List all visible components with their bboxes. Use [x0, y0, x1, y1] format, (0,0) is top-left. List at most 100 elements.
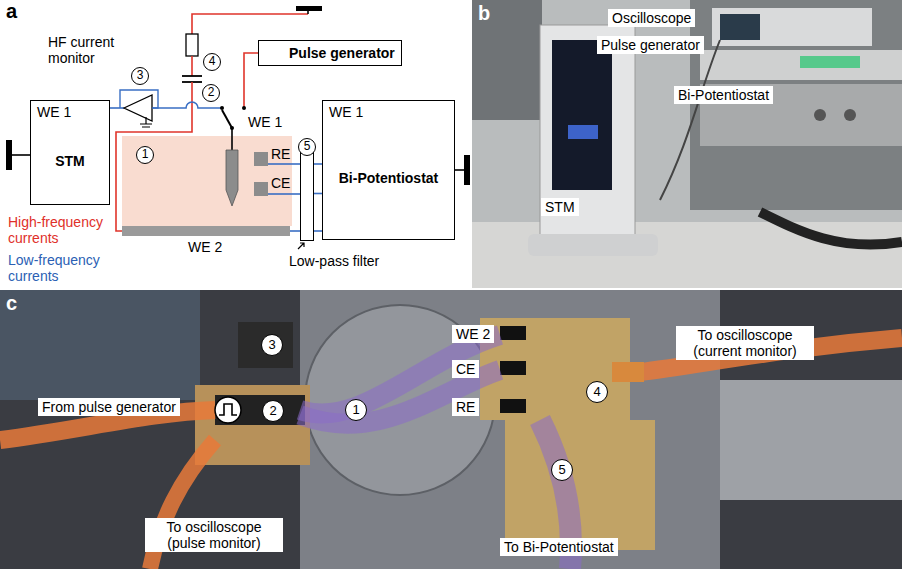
photo-label: Pulse generator: [597, 36, 704, 54]
electrochemical-cell: [122, 136, 292, 226]
ground-symbol: [140, 117, 152, 127]
stage-plate: [300, 290, 720, 569]
lf-wire: [152, 102, 222, 108]
callout-number: 4: [203, 53, 221, 71]
box-title: STM: [37, 121, 103, 201]
switch-contact: [242, 106, 246, 110]
knob: [814, 109, 826, 121]
amplifier-chip: [238, 322, 293, 368]
circuit-board: [480, 318, 630, 420]
photo-label: WE 2: [452, 325, 494, 343]
switch-lever: [222, 110, 232, 128]
photo-label: To oscilloscope (current monitor): [676, 326, 814, 360]
lf-wire: [268, 193, 300, 195]
reference-electrode: [254, 152, 268, 166]
ground-wire: [12, 154, 30, 156]
sample-stage: [305, 305, 495, 495]
instrument-rack: [690, 0, 902, 210]
connector: [500, 399, 526, 413]
box-title: Pulse generator: [289, 44, 395, 62]
connector: [500, 361, 526, 375]
resistor-symbol: [186, 34, 198, 56]
stm-tip: [226, 150, 238, 206]
stm-window: [552, 40, 612, 190]
pointer-arrow: [298, 243, 304, 249]
photo-label: From pulse generator: [38, 398, 180, 416]
lf-wire: [314, 230, 322, 232]
hf-wire: [192, 14, 308, 34]
oscilloscope: [712, 8, 872, 46]
electrode-label: CE: [271, 175, 290, 191]
callout-number: 1: [136, 146, 154, 164]
counter-electrode: [254, 182, 268, 196]
tip-wire: [231, 128, 233, 150]
electrode-label: RE: [271, 146, 290, 162]
metal-block: [720, 380, 902, 500]
hf-wire: [191, 56, 193, 76]
photo-label: STM: [541, 198, 579, 216]
box-title: Bi-Potentiostat: [329, 121, 448, 236]
callout-number: 5: [551, 459, 573, 481]
bench: [472, 222, 902, 288]
ground-wire: [455, 169, 464, 171]
photo-label: To oscilloscope (pulse monitor): [145, 518, 283, 552]
signal-wire: [314, 193, 322, 195]
terminal-label: WE 1: [329, 104, 363, 121]
ground-symbol: [307, 11, 309, 14]
callout-number: 5: [298, 138, 316, 156]
photo-label: CE: [452, 360, 479, 378]
photo-label: Bi-Potentiostat: [674, 86, 773, 104]
pulse-icon: [215, 397, 241, 423]
callout-number: 3: [131, 67, 149, 85]
lf-wire: [268, 163, 300, 165]
callout-number: 2: [202, 84, 220, 102]
callout-number: 3: [261, 334, 283, 356]
filter-box: Low-pass filter: [300, 147, 314, 241]
callout-number: 4: [586, 381, 608, 403]
switch-chip: [215, 395, 305, 425]
ground-symbol: [464, 155, 470, 185]
photo-background: [0, 290, 902, 569]
ground-symbol: [6, 140, 12, 170]
panel-letter: a: [6, 0, 17, 22]
photo-background: [0, 290, 200, 400]
amplifier-symbol: [124, 95, 152, 121]
stm-glow: [568, 125, 598, 139]
callout-number: 2: [262, 400, 284, 422]
terminal-label: WE 1: [37, 104, 71, 121]
pulse-generator: [700, 50, 902, 80]
lf-wire: [110, 107, 124, 109]
switch-contact: [220, 106, 224, 110]
pulse-icon: [219, 404, 237, 415]
photo-label: RE: [452, 398, 479, 416]
part-label: HF current monitor: [48, 34, 126, 66]
electrode-label: WE 2: [188, 239, 222, 255]
instrument-box: WE 1STM: [30, 100, 110, 205]
lf-wire: [290, 230, 300, 232]
connector: [500, 326, 526, 340]
instrument-box: Pulse generator: [258, 40, 402, 66]
lf-wire: [314, 163, 322, 165]
display: [800, 56, 860, 68]
sma-connector: [612, 362, 644, 382]
stm-base: [528, 234, 658, 256]
panel-letter: b: [478, 2, 490, 24]
box-title: Low-pass filter: [289, 253, 379, 270]
legend-text: High-frequency currents: [8, 214, 112, 246]
photo-label: To Bi-Potentiostat: [500, 538, 618, 556]
panel-letter: c: [6, 292, 17, 314]
ground-symbol: [296, 6, 322, 11]
stm-housing: [540, 25, 635, 240]
oscilloscope-screen: [720, 14, 760, 40]
knob: [844, 109, 856, 121]
capacitor-symbol: [182, 75, 202, 77]
legend-text: Low-frequency currents: [8, 252, 112, 284]
electrode-label: WE 1: [248, 114, 282, 130]
instrument-box: WE 1Bi-Potentiostat: [322, 100, 455, 240]
photo-label: Oscilloscope: [608, 9, 695, 27]
sample-electrode: [122, 226, 290, 236]
wall: [472, 0, 542, 120]
cable: [660, 40, 720, 200]
cable: [300, 370, 500, 424]
